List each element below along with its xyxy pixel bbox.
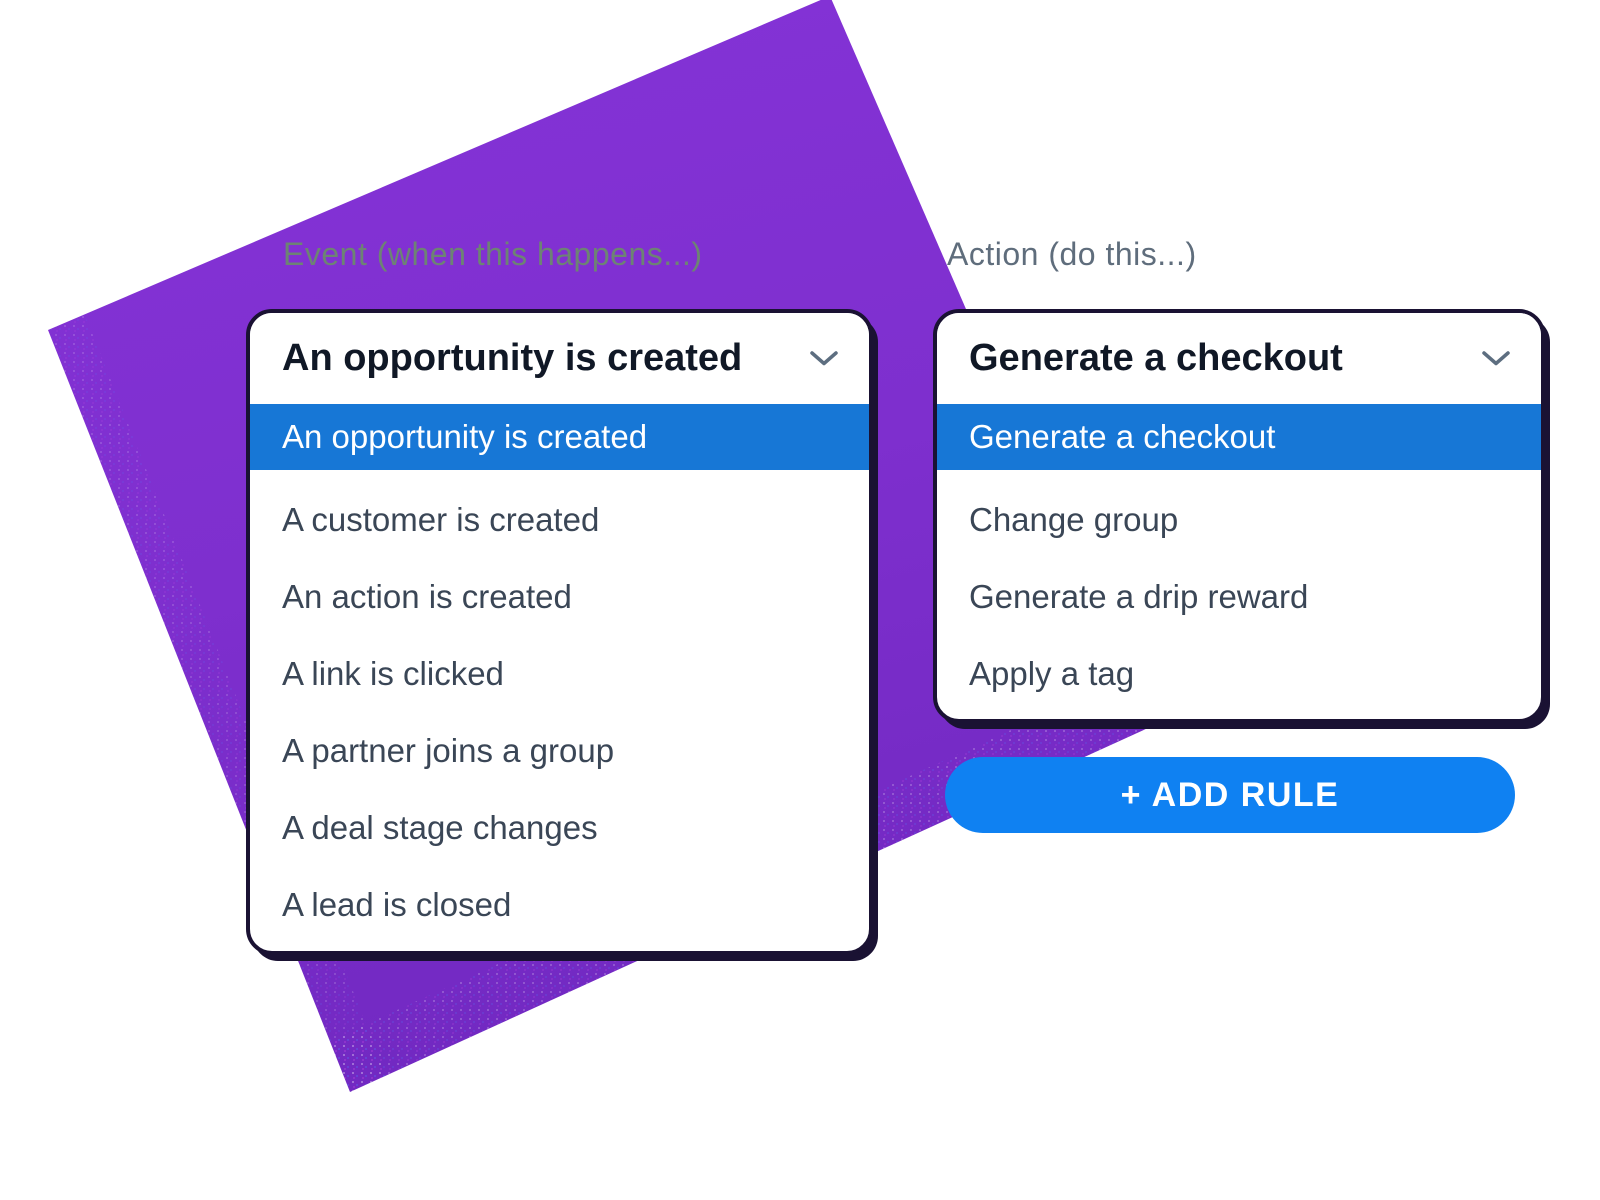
event-dropdown-toggle[interactable]: An opportunity is created	[250, 313, 869, 404]
action-option[interactable]: Apply a tag	[937, 635, 1541, 712]
event-selected-value: An opportunity is created	[282, 337, 743, 379]
option-label: An action is created	[282, 577, 572, 615]
option-label: Generate a drip reward	[969, 577, 1309, 615]
event-column-label: Event (when this happens...)	[283, 236, 703, 272]
action-dropdown-panel: Generate a checkout Generate a checkout …	[933, 309, 1545, 723]
event-option[interactable]: A partner joins a group	[250, 712, 869, 789]
event-option[interactable]: A deal stage changes	[250, 789, 869, 866]
event-options-list: An opportunity is created A customer is …	[250, 404, 869, 943]
option-label: A link is clicked	[282, 654, 504, 692]
event-option[interactable]: An opportunity is created	[250, 404, 869, 470]
action-option[interactable]: Generate a drip reward	[937, 558, 1541, 635]
action-options-list: Generate a checkout Change group Generat…	[937, 404, 1541, 712]
chevron-down-icon	[1481, 350, 1511, 367]
action-column-label: Action (do this...)	[947, 236, 1197, 272]
event-option[interactable]: An action is created	[250, 558, 869, 635]
action-dropdown-toggle[interactable]: Generate a checkout	[937, 313, 1541, 404]
event-option[interactable]: A customer is created	[250, 481, 869, 558]
option-label: Change group	[969, 500, 1179, 538]
option-label: A deal stage changes	[282, 808, 598, 846]
chevron-down-icon	[809, 350, 839, 367]
event-option[interactable]: A lead is closed	[250, 866, 869, 943]
option-label: An opportunity is created	[282, 418, 648, 455]
action-option[interactable]: Generate a checkout	[937, 404, 1541, 470]
option-label: Apply a tag	[969, 654, 1135, 692]
option-label: A customer is created	[282, 500, 600, 538]
option-label: A partner joins a group	[282, 731, 615, 769]
event-option[interactable]: A link is clicked	[250, 635, 869, 712]
option-label: Generate a checkout	[969, 418, 1276, 455]
event-dropdown-panel: An opportunity is created An opportunity…	[246, 309, 873, 955]
add-rule-button[interactable]: + ADD RULE	[945, 757, 1515, 833]
action-selected-value: Generate a checkout	[969, 337, 1343, 379]
option-label: A lead is closed	[282, 885, 512, 923]
action-option[interactable]: Change group	[937, 481, 1541, 558]
